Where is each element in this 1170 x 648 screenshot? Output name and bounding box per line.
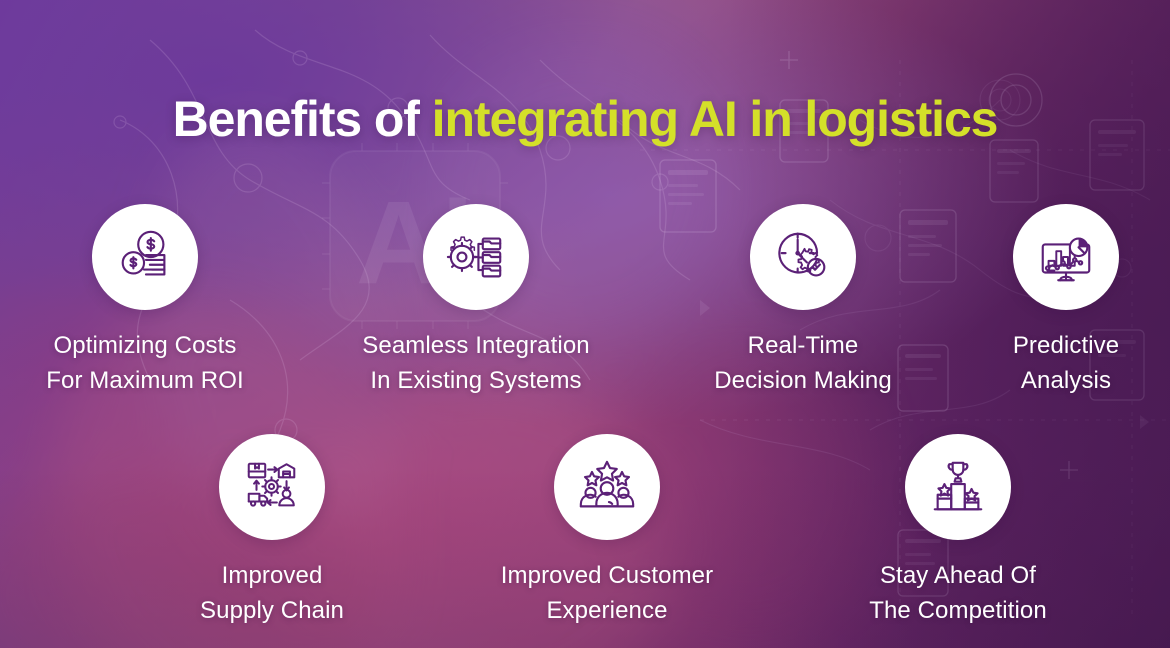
benefit-improved-supply-chain[interactable]: Improved Supply Chain [122, 434, 422, 628]
icon-bubble [423, 204, 529, 310]
page-title: Benefits of integrating AI in logistics [0, 92, 1170, 146]
title-highlight: integrating AI in logistics [431, 90, 999, 147]
benefit-label: Stay Ahead Of The Competition [869, 562, 1047, 625]
benefit-stay-ahead-of-competition[interactable]: Stay Ahead Of The Competition [808, 434, 1108, 628]
people-stars-icon [579, 460, 635, 508]
benefit-real-time-decision-making[interactable]: Real-Time Decision Making [653, 204, 953, 398]
icon-bubble [1013, 204, 1119, 310]
coins-dollar-icon [121, 230, 166, 276]
icon-bubble [554, 434, 660, 540]
benefit-label: Seamless Integration In Existing Systems [362, 332, 590, 395]
monitor-analytics-icon [1041, 237, 1091, 282]
benefit-label: Improved Customer Experience [500, 562, 714, 625]
gear-systems-icon [446, 236, 502, 278]
benefit-label: Predictive Analysis [1012, 332, 1120, 395]
benefit-label: Improved Supply Chain [200, 562, 344, 625]
icon-bubble [92, 204, 198, 310]
icon-bubble [750, 204, 856, 310]
icon-bubble [219, 434, 325, 540]
benefit-improved-customer-experience[interactable]: Improved Customer Experience [457, 434, 757, 628]
title-lead: Benefits of [172, 90, 432, 147]
icon-bubble [905, 434, 1011, 540]
benefit-label: Optimizing Costs For Maximum ROI [46, 332, 244, 395]
supply-chain-cycle-icon [247, 462, 296, 507]
benefit-optimizing-costs[interactable]: Optimizing Costs For Maximum ROI [0, 204, 295, 398]
clock-gear-check-icon [778, 232, 826, 277]
benefit-seamless-integration[interactable]: Seamless Integration In Existing Systems [326, 204, 626, 398]
benefit-label: Real-Time Decision Making [714, 332, 892, 395]
podium-trophy-icon [933, 461, 983, 511]
benefit-predictive-analysis[interactable]: Predictive Analysis [916, 204, 1170, 398]
